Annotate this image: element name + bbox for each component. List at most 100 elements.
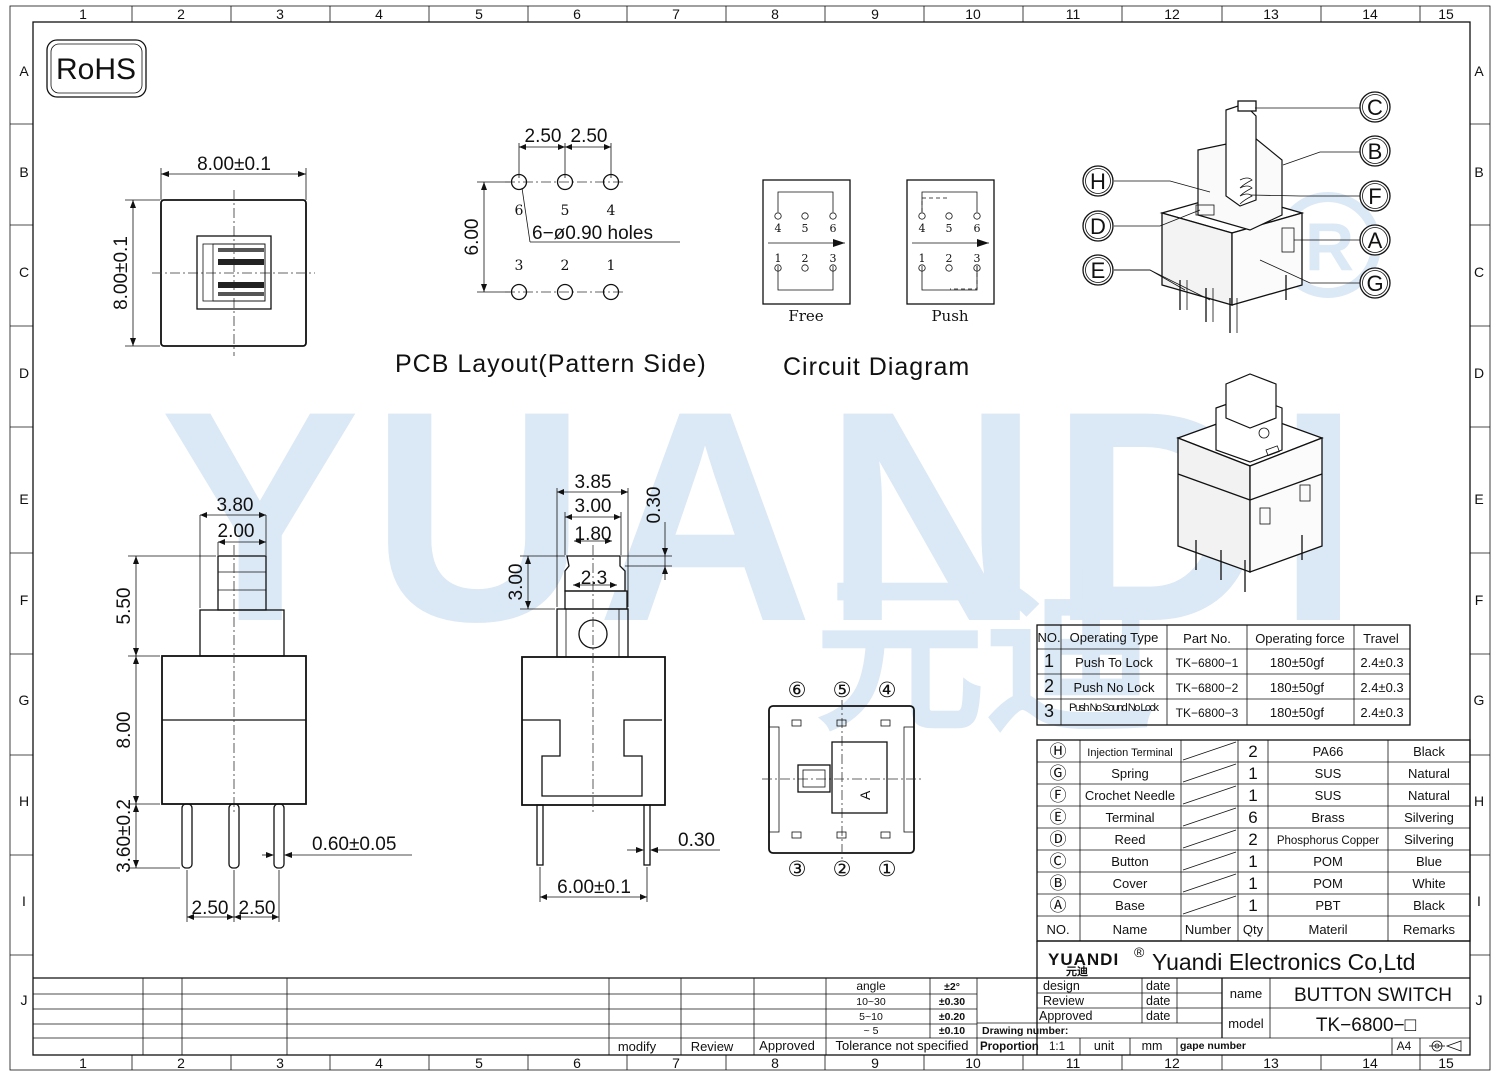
- part-table-header: Operating Type: [1070, 630, 1159, 645]
- grid-col-label: 9: [871, 1055, 879, 1071]
- bom-header: Number: [1185, 922, 1232, 937]
- bom-row-remarks: Natural: [1408, 766, 1450, 781]
- projection-symbol-icon: [1429, 1040, 1462, 1052]
- bom-row-name: Base: [1115, 898, 1145, 913]
- grid-row-label: I: [22, 893, 26, 909]
- grid-col-label: 7: [672, 6, 680, 22]
- tolerance-range: 5~10: [859, 1011, 883, 1023]
- part-row-partno: TK−6800−1: [1176, 656, 1239, 670]
- grid-row-label: H: [1474, 793, 1484, 809]
- bom-row-material: Phosphorus Copper: [1277, 835, 1379, 847]
- part-row-partno: TK−6800−3: [1176, 706, 1239, 720]
- circuit-pin: [973, 212, 981, 220]
- grid-row-label: F: [1475, 592, 1484, 608]
- callout-bubble: [1082, 254, 1114, 286]
- callout-letter: H: [1090, 169, 1106, 194]
- grid-col-label: 14: [1362, 6, 1378, 22]
- tolerance-value: ±0.10: [939, 1025, 965, 1037]
- tolerance-value: ±0.20: [939, 1011, 965, 1023]
- grid-col-label: 1: [79, 6, 87, 22]
- front-dim-030: 0.30: [678, 830, 715, 851]
- revision-approved-label: Approved: [759, 1038, 815, 1053]
- grid-col-label: 4: [375, 6, 383, 22]
- callout-bubble: [1082, 210, 1114, 242]
- tolerance-note: Tolerance not specified: [836, 1038, 969, 1053]
- bom-row-remarks: White: [1412, 876, 1445, 891]
- bom-row-material: POM: [1313, 876, 1343, 891]
- part-table-header: NO.: [1037, 630, 1060, 645]
- circuit-pin-label: 3: [830, 252, 837, 265]
- bom-row-material: PBT: [1315, 898, 1340, 913]
- company-logo: YUANDI: [1048, 950, 1119, 969]
- grid-row-label: G: [1474, 692, 1485, 708]
- grid-col-label: 8: [771, 6, 779, 22]
- bom-row-name: Cover: [1113, 876, 1148, 891]
- front-dim-030-top: 0.30: [644, 487, 665, 524]
- grid-col-label: 1: [79, 1055, 87, 1071]
- grid-row-label: G: [19, 692, 30, 708]
- grid-col-label: 11: [1066, 1055, 1081, 1071]
- part-row-type: Push To Lock: [1075, 655, 1153, 670]
- drawing-number-label: Drawing number:: [982, 1025, 1068, 1037]
- circuit-push-label: Push: [931, 307, 968, 325]
- pcb-pin-label: 1: [607, 258, 616, 274]
- bom-row-name: Terminal: [1105, 810, 1154, 825]
- bom-row-no: Ⓐ: [1050, 896, 1067, 915]
- title-block: design Review Approved date date date na…: [977, 941, 1470, 1055]
- bom-header: Name: [1113, 922, 1148, 937]
- grid-col-label: 5: [475, 6, 483, 22]
- date-label: date: [1146, 994, 1170, 1008]
- part-row-force: 180±50gf: [1270, 655, 1325, 670]
- grid-col-label: 4: [375, 1055, 383, 1071]
- bom-row-material: Brass: [1311, 810, 1345, 825]
- part-row-force: 180±50gf: [1270, 680, 1325, 695]
- grid-row-label: E: [1474, 491, 1483, 507]
- callout-letter: E: [1091, 258, 1106, 283]
- scale-value: 1:1: [1049, 1041, 1065, 1053]
- bom-row-no: Ⓕ: [1050, 786, 1067, 805]
- top-height-dim: 8.00±0.1: [111, 236, 132, 310]
- side-dim-550: 5.50: [114, 588, 135, 625]
- bom-row-remarks: Silvering: [1404, 832, 1454, 847]
- grid-row-label: I: [1477, 893, 1481, 909]
- side-dim-pitch-2: 2.50: [239, 898, 276, 919]
- grid-col-label: 3: [276, 6, 284, 22]
- circuit-free-label: Free: [788, 307, 823, 325]
- revision-modify-label: modify: [618, 1039, 657, 1054]
- circuit-pin-label: 5: [946, 222, 953, 235]
- bom-row-no: Ⓗ: [1050, 742, 1067, 761]
- bom-row-no: Ⓑ: [1050, 874, 1067, 893]
- pcb-holes-note: 6−ø0.90 holes: [532, 223, 653, 244]
- side-dim-pitch-1: 2.50: [192, 898, 229, 919]
- circuit-pin-label: 6: [830, 222, 837, 235]
- front-dim-300h: 3.00: [506, 564, 527, 601]
- grid-col-label: 3: [276, 1055, 284, 1071]
- circuit-pin-label: 2: [946, 252, 953, 265]
- front-dim-385: 3.85: [575, 472, 612, 493]
- company-reg: ®: [1134, 944, 1145, 960]
- grid-row-label: D: [19, 365, 29, 381]
- watermark: YUANDI 元迪 R: [160, 192, 1381, 752]
- circuit-pin: [918, 212, 926, 220]
- grid-row-label: H: [19, 793, 29, 809]
- grid-col-label: 2: [177, 6, 185, 22]
- grid-col-label: 2: [177, 1055, 185, 1071]
- isometric-assembled-view: [1176, 373, 1324, 592]
- bom-row-material: SUS: [1315, 766, 1342, 781]
- bom-row-qty: 2: [1248, 742, 1257, 761]
- pcb-layout: 2.50 2.50 6.00 6 5 4 3 2 1 6−ø0.90 holes…: [395, 126, 706, 378]
- circuit-pin: [945, 212, 953, 220]
- circuit-pin-label: 1: [919, 252, 926, 265]
- tolerance-range: 10~30: [856, 996, 886, 1008]
- circuit-pin-label: 1: [775, 252, 782, 265]
- pcb-pin-label: 3: [515, 258, 524, 274]
- approved-label: Approved: [1039, 1009, 1093, 1023]
- part-table-header: Part No.: [1183, 631, 1231, 646]
- callout-bubble: [1359, 267, 1391, 299]
- bom-row-no: Ⓔ: [1050, 808, 1067, 827]
- company-name: Yuandi Electronics Co,Ltd: [1152, 949, 1415, 975]
- pcb-pitch-1: 2.50: [525, 126, 562, 147]
- bottom-orientation-mark: A: [857, 790, 873, 800]
